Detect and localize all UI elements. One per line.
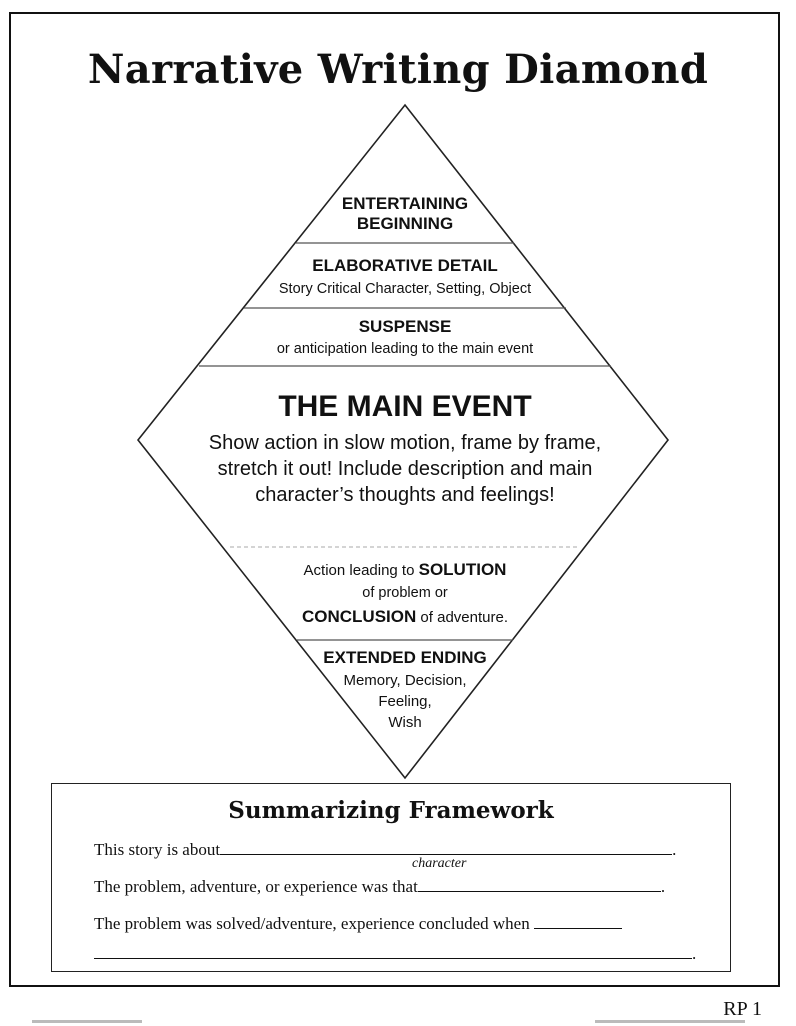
character-caption: character bbox=[412, 856, 467, 871]
detail-sub: Story Critical Character, Setting, Objec… bbox=[278, 281, 532, 297]
problem-blank[interactable] bbox=[417, 877, 661, 892]
summary-line-1: This story is about. bbox=[94, 840, 676, 860]
period: . bbox=[692, 944, 697, 963]
summary-line-3: The problem was solved/adventure, experi… bbox=[94, 914, 622, 934]
summary-line-1-label: This story is about bbox=[94, 840, 221, 859]
conclusion-keyword: CONCLUSION bbox=[301, 607, 417, 626]
beginning-line-1: ENTERTAINING bbox=[341, 194, 469, 213]
main-event-line: stretch it out! Include description and … bbox=[217, 458, 593, 480]
beginning-line-2: BEGINNING bbox=[356, 213, 454, 233]
solution-line: Action leading to SOLUTION bbox=[0, 560, 796, 580]
summarizing-framework: Summarizing Framework This story is abou… bbox=[51, 783, 731, 972]
suspense-heading: SUSPENSE bbox=[358, 317, 452, 336]
summary-title: Summarizing Framework bbox=[228, 797, 554, 824]
main-event-line: character’s thoughts and feelings! bbox=[255, 484, 555, 506]
summary-line-4: . bbox=[94, 944, 696, 964]
summary-line-2: The problem, adventure, or experience wa… bbox=[94, 877, 665, 897]
ending-line: Feeling, bbox=[378, 693, 432, 710]
main-event-heading: THE MAIN EVENT bbox=[278, 390, 532, 423]
solution-blank-continued[interactable] bbox=[94, 944, 692, 959]
solution-mid: of problem or bbox=[362, 585, 448, 601]
suspense-sub: or anticipation leading to the main even… bbox=[276, 341, 534, 357]
page-border bbox=[9, 12, 780, 987]
conclusion-post: of adventure. bbox=[416, 609, 508, 626]
diamond-outline bbox=[136, 103, 670, 780]
period: . bbox=[660, 877, 666, 896]
detail-heading: ELABORATIVE DETAIL bbox=[312, 256, 498, 275]
summary-line-3-label: The problem was solved/adventure, experi… bbox=[94, 914, 530, 933]
summary-line-2-label: The problem, adventure, or experience wa… bbox=[94, 877, 418, 896]
footer-copyright-fragment bbox=[32, 1020, 142, 1023]
page-title: Narrative Writing Diamond bbox=[87, 46, 709, 93]
beginning-section: ENTERTAINING BEGINNING bbox=[0, 194, 796, 233]
ending-heading: EXTENDED ENDING bbox=[323, 648, 487, 667]
main-event-text: Show action in slow motion, frame by fra… bbox=[0, 430, 796, 508]
main-event-line: Show action in slow motion, frame by fra… bbox=[208, 432, 602, 454]
solution-keyword: SOLUTION bbox=[418, 560, 507, 579]
footer-grade-fragment bbox=[595, 1020, 745, 1023]
character-blank[interactable] bbox=[220, 840, 673, 855]
solution-blank[interactable] bbox=[533, 914, 622, 929]
conclusion-line: CONCLUSION of adventure. bbox=[0, 607, 796, 627]
page-label: RP 1 bbox=[723, 998, 762, 1020]
period: . bbox=[672, 840, 677, 859]
ending-text: Memory, Decision, Feeling, Wish bbox=[0, 670, 796, 733]
ending-line: Wish bbox=[388, 714, 422, 731]
ending-line: Memory, Decision, bbox=[343, 672, 467, 689]
solution-pre: Action leading to bbox=[303, 562, 419, 579]
